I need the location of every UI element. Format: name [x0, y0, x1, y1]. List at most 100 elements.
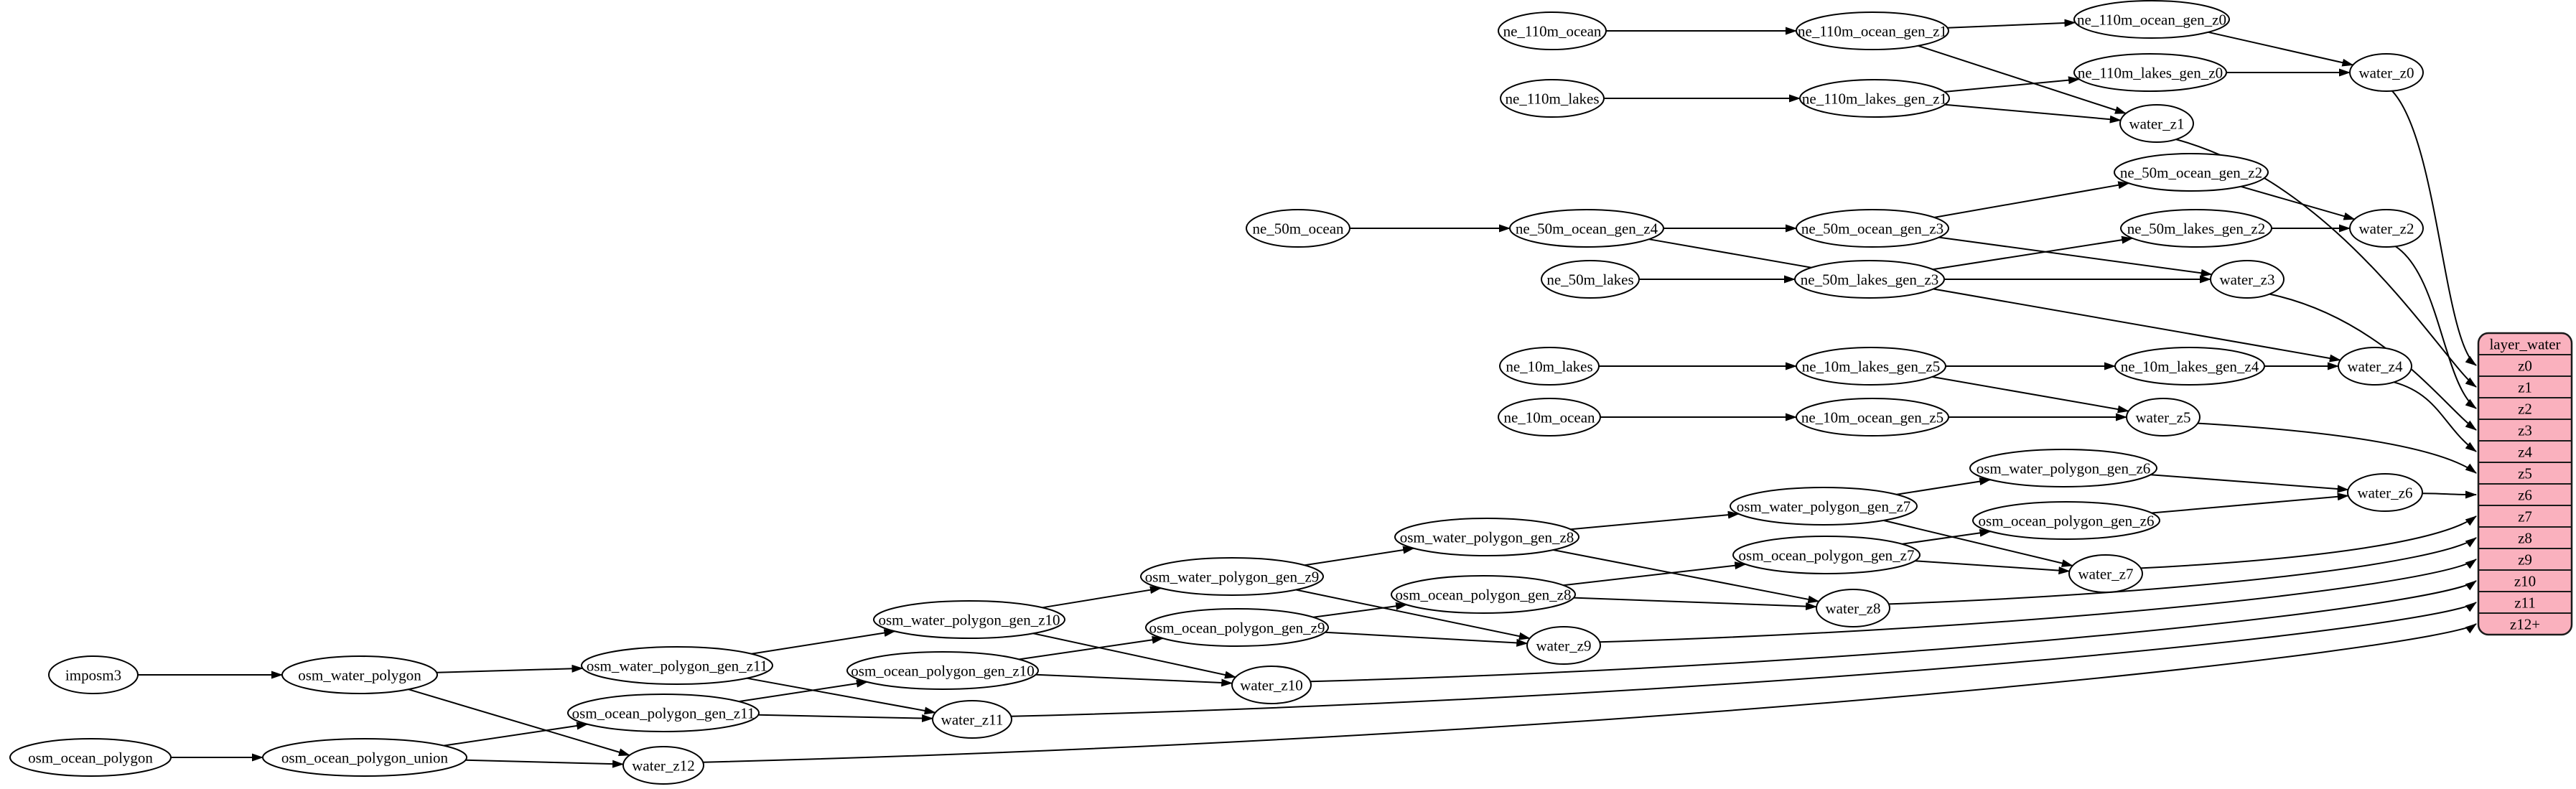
node-ne_50m_ocean: ne_50m_ocean [1246, 209, 1350, 248]
node-ellipse-ne_110m_lakes_gen_z0 [2073, 53, 2227, 92]
node-osm_water_polygon_gen_z11: osm_water_polygon_gen_z11 [581, 646, 773, 685]
node-label-osm_ocean_polygon_gen_z6: osm_ocean_polygon_gen_z6 [1979, 512, 2155, 529]
node-ellipse-water_z4 [2338, 347, 2412, 386]
edge-osm_ocean_polygon_gen_z8-to-water_z8 [1573, 597, 1818, 611]
node-label-ne_10m_ocean: ne_10m_ocean [1503, 408, 1595, 426]
edge-ne_10m_lakes_gen_z5-to-water_z5 [1932, 375, 2129, 414]
node-ellipse-ne_10m_lakes_gen_z5 [1796, 347, 1946, 386]
node-label-water_z9: water_z9 [1536, 637, 1592, 654]
node-osm_water_polygon: osm_water_polygon [281, 655, 438, 694]
node-ne_50m_ocean_gen_z2: ne_50m_ocean_gen_z2 [2114, 153, 2269, 192]
table-row-z5: z5 [2518, 464, 2532, 482]
node-ellipse-water_z10 [1231, 666, 1312, 704]
node-label-water_z4: water_z4 [2348, 358, 2403, 375]
edge-water_z11-to-layer_water-z11 [1011, 602, 2477, 717]
node-label-osm_ocean_polygon_gen_z7: osm_ocean_polygon_gen_z7 [1739, 546, 1915, 564]
node-osm_water_polygon_gen_z9: osm_water_polygon_gen_z9 [1140, 557, 1324, 596]
node-label-imposm3: imposm3 [65, 666, 121, 683]
node-ne_10m_lakes_gen_z5: ne_10m_lakes_gen_z5 [1796, 347, 1946, 386]
edge-osm_water_polygon_gen_z10-to-osm_water_polygon_gen_z9 [1042, 586, 1162, 609]
node-ellipse-osm_ocean_polygon_gen_z7 [1732, 536, 1921, 574]
node-label-osm_ocean_polygon_gen_z11: osm_ocean_polygon_gen_z11 [572, 704, 755, 722]
node-ellipse-ne_50m_ocean_gen_z3 [1796, 209, 1949, 248]
edge-osm_ocean_polygon_gen_z11-to-water_z11 [758, 714, 934, 722]
edge-water_z7-to-layer_water-z7 [2140, 515, 2477, 569]
node-osm_water_polygon_gen_z10: osm_water_polygon_gen_z10 [873, 600, 1065, 639]
edge-ne_110m_lakes_gen_z1-to-ne_110m_lakes_gen_z0 [1944, 76, 2080, 93]
node-ellipse-ne_10m_ocean [1498, 398, 1601, 436]
node-label-ne_50m_ocean_gen_z2: ne_50m_ocean_gen_z2 [2120, 164, 2262, 181]
node-water_z9: water_z9 [1526, 626, 1601, 665]
edge-water_z6-to-layer_water-z6 [2422, 490, 2477, 499]
edge-osm_water_polygon_gen_z8-to-osm_water_polygon_gen_z7 [1570, 510, 1740, 531]
table-row-z4: z4 [2518, 443, 2532, 460]
edge-osm_water_polygon-to-osm_water_polygon_gen_z11 [437, 664, 584, 673]
table-row-z1: z1 [2518, 378, 2532, 396]
node-ellipse-ne_50m_lakes [1541, 260, 1640, 299]
node-ellipse-ne_50m_ocean_gen_z2 [2114, 153, 2269, 192]
layer-water-table-header: layer_water [2489, 335, 2560, 353]
node-label-water_z7: water_z7 [2078, 565, 2134, 582]
node-osm_ocean_polygon_union: osm_ocean_polygon_union [262, 738, 467, 777]
node-ellipse-water_z3 [2210, 260, 2285, 299]
node-label-osm_water_polygon_gen_z7: osm_water_polygon_gen_z7 [1737, 498, 1911, 515]
node-label-ne_10m_ocean_gen_z5: ne_10m_ocean_gen_z5 [1801, 408, 1943, 426]
node-label-ne_50m_lakes_gen_z3: ne_50m_lakes_gen_z3 [1801, 271, 1938, 288]
node-ellipse-water_z2 [2349, 209, 2424, 248]
node-label-ne_10m_lakes: ne_10m_lakes [1506, 358, 1592, 375]
node-label-osm_ocean_polygon_gen_z8: osm_ocean_polygon_gen_z8 [1396, 586, 1572, 603]
table-row-z0: z0 [2518, 357, 2532, 374]
edge-osm_ocean_polygon_union-to-osm_ocean_polygon_gen_z11 [443, 722, 589, 747]
edge-osm_water_polygon_gen_z7-to-osm_water_polygon_gen_z6 [1896, 477, 1992, 495]
node-ellipse-osm_ocean_polygon_gen_z10 [846, 651, 1039, 690]
node-ne_110m_ocean_gen_z1: ne_110m_ocean_gen_z1 [1796, 11, 1949, 50]
node-ellipse-ne_50m_ocean [1246, 209, 1350, 248]
node-ellipse-water_z6 [2347, 473, 2423, 512]
node-label-ne_110m_ocean_gen_z0: ne_110m_ocean_gen_z0 [2077, 11, 2226, 28]
node-osm_ocean_polygon_gen_z9: osm_ocean_polygon_gen_z9 [1145, 608, 1329, 647]
node-ellipse-ne_10m_lakes [1499, 347, 1600, 386]
node-label-water_z6: water_z6 [2358, 484, 2413, 501]
node-label-osm_ocean_polygon_gen_z10: osm_ocean_polygon_gen_z10 [851, 662, 1034, 679]
table-row-z6: z6 [2518, 486, 2532, 503]
edge-ne_50m_ocean_gen_z4-to-water_z4 [1648, 238, 2341, 363]
node-ne_10m_ocean_gen_z5: ne_10m_ocean_gen_z5 [1796, 398, 1949, 436]
node-label-water_z10: water_z10 [1240, 676, 1302, 694]
node-ne_110m_lakes_gen_z1: ne_110m_lakes_gen_z1 [1799, 79, 1950, 118]
edge-osm_water_polygon_gen_z10-to-water_z10 [1032, 632, 1236, 679]
node-water_z8: water_z8 [1816, 589, 1890, 627]
node-osm_ocean_polygon_gen_z8: osm_ocean_polygon_gen_z8 [1391, 575, 1576, 614]
edge-osm_water_polygon_gen_z6-to-water_z6 [2150, 474, 2349, 493]
edge-osm_water_polygon_gen_z8-to-water_z8 [1553, 549, 1820, 604]
node-ne_50m_ocean_gen_z4: ne_50m_ocean_gen_z4 [1509, 209, 1664, 248]
edge-water_z12-to-layer_water-z12+ [703, 623, 2477, 763]
node-label-ne_110m_ocean: ne_110m_ocean [1503, 22, 1602, 39]
node-ellipse-osm_water_polygon_gen_z10 [873, 600, 1065, 639]
node-osm_water_polygon_gen_z6: osm_water_polygon_gen_z6 [1969, 449, 2157, 487]
table-row-z7: z7 [2518, 508, 2532, 525]
edge-water_z0-to-layer_water-z0 [2391, 90, 2477, 366]
node-label-ne_110m_lakes_gen_z0: ne_110m_lakes_gen_z0 [2078, 64, 2223, 81]
edge-ne_50m_ocean_gen_z3-to-ne_50m_ocean_gen_z2 [1934, 181, 2130, 218]
node-water_z3: water_z3 [2210, 260, 2285, 299]
node-label-ne_10m_lakes_gen_z5: ne_10m_lakes_gen_z5 [1802, 358, 1940, 375]
edge-osm_ocean_polygon_union-to-water_z12 [465, 759, 625, 768]
node-label-ne_110m_lakes: ne_110m_lakes [1505, 90, 1599, 107]
node-label-water_z0: water_z0 [2359, 64, 2414, 81]
edge-osm_ocean_polygon_gen_z9-to-osm_ocean_polygon_gen_z8 [1313, 602, 1408, 618]
edge-osm_ocean_polygon_gen_z10-to-osm_ocean_polygon_gen_z9 [1019, 635, 1164, 660]
edge-water_z5-to-layer_water-z5 [2198, 422, 2477, 474]
node-ne_10m_lakes: ne_10m_lakes [1499, 347, 1600, 386]
node-label-ne_10m_lakes_gen_z4: ne_10m_lakes_gen_z4 [2121, 358, 2259, 375]
node-label-water_z1: water_z1 [2129, 115, 2185, 132]
edge-ne_50m_ocean_gen_z2-to-water_z2 [2240, 185, 2356, 220]
node-ne_110m_lakes: ne_110m_lakes [1500, 79, 1605, 118]
node-ne_10m_ocean: ne_10m_ocean [1498, 398, 1601, 436]
node-label-water_z2: water_z2 [2359, 220, 2414, 237]
node-ellipse-water_z0 [2349, 53, 2424, 92]
node-ellipse-water_z1 [2119, 104, 2194, 143]
node-water_z12: water_z12 [622, 746, 704, 785]
edge-osm_ocean_polygon_gen_z7-to-osm_ocean_polygon_gen_z6 [1902, 528, 1992, 545]
